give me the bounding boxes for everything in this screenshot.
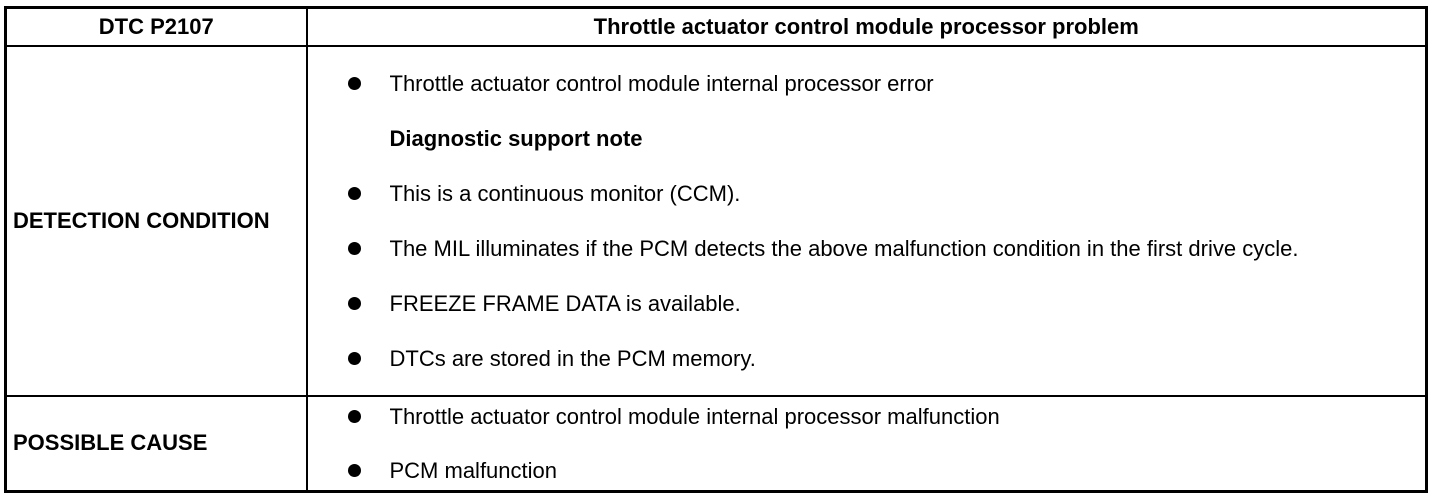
dtc-table: DTC P2107 Throttle actuator control modu…: [4, 6, 1428, 493]
diagnostic-support-note-heading: Diagnostic support note: [389, 125, 643, 151]
detection-condition-label: DETECTION CONDITION: [4, 44, 308, 397]
dtc-title: Throttle actuator control module process…: [305, 6, 1428, 47]
cause-item-pcm-malfunction: PCM malfunction: [347, 455, 1426, 486]
detection-item-dtc-stored: DTCs are stored in the PCM memory.: [347, 343, 1426, 374]
detection-item-mil-illuminates: The MIL illuminates if the PCM detects t…: [347, 233, 1426, 264]
detection-item-continuous-monitor: This is a continuous monitor (CCM).: [347, 178, 1426, 209]
detection-condition-content: Throttle actuator control module interna…: [305, 44, 1428, 397]
detection-item-internal-error: Throttle actuator control module interna…: [347, 68, 1426, 99]
detection-item-freeze-frame: FREEZE FRAME DATA is available.: [347, 288, 1426, 319]
cause-item-processor-malfunction: Throttle actuator control module interna…: [347, 401, 1426, 432]
header-row: DTC P2107 Throttle actuator control modu…: [4, 6, 1428, 47]
possible-cause-label: POSSIBLE CAUSE: [4, 394, 308, 493]
dtc-code: DTC P2107: [4, 6, 308, 47]
detection-condition-list: Throttle actuator control module interna…: [347, 68, 1426, 374]
possible-cause-row: POSSIBLE CAUSE Throttle actuator control…: [4, 394, 1428, 493]
detection-condition-row: DETECTION CONDITION Throttle actuator co…: [4, 44, 1428, 397]
possible-cause-content: Throttle actuator control module interna…: [305, 394, 1428, 493]
possible-cause-list: Throttle actuator control module interna…: [347, 401, 1426, 486]
